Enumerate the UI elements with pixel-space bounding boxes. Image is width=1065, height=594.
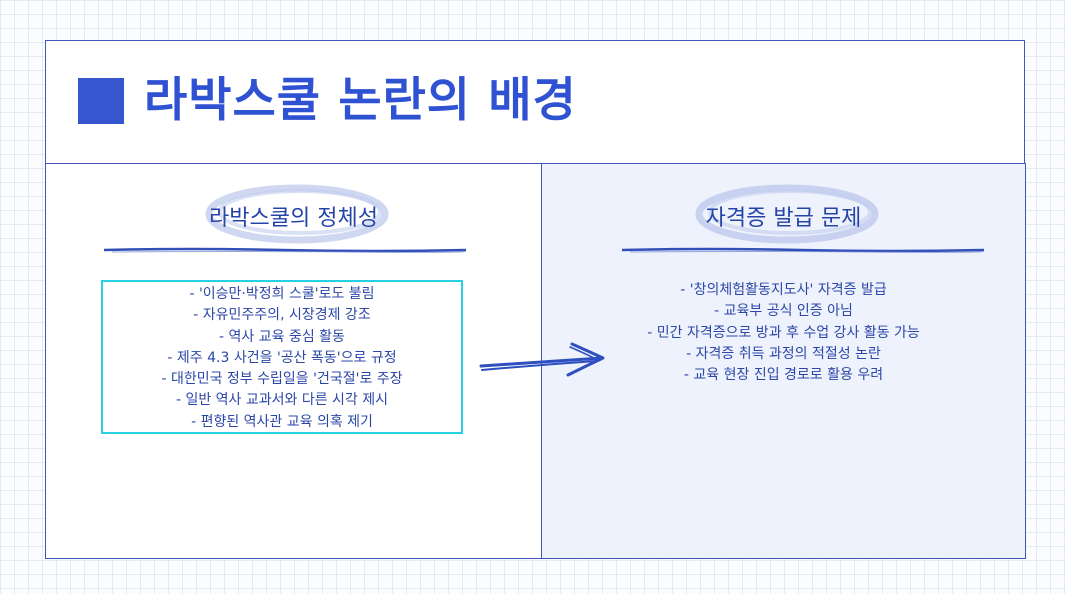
- list-item: - 편향된 역사관 교육 의혹 제기: [191, 413, 373, 430]
- page-title: 라박스쿨 논란의 배경: [144, 73, 577, 128]
- heading-underline: [621, 247, 985, 253]
- swoosh-decoration: [695, 184, 879, 244]
- identity-highlight-box: - '이승만·박정희 스쿨'로도 불림 - 자유민주주의, 시장경제 강조 - …: [101, 280, 463, 434]
- list-item: - 일반 역사 교과서와 다른 시각 제시: [175, 392, 389, 409]
- heading-underline: [103, 247, 467, 253]
- square-icon: [78, 78, 124, 124]
- list-item: - 역사 교육 중심 활동: [219, 328, 345, 345]
- identity-list: - '이승만·박정희 스쿨'로도 불림 - 자유민주주의, 시장경제 강조 - …: [103, 284, 461, 433]
- list-item: - 교육부 공식 인증 아님: [714, 303, 853, 320]
- list-item: - '창의체험활동지도사' 자격증 발급: [680, 282, 887, 298]
- identity-panel: 라박스쿨의 정체성 - '이승만·박정희 스쿨'로도 불림 - 자유민주주의, …: [45, 163, 542, 559]
- certificate-list: - '창의체험활동지도사' 자격증 발급 - 교육부 공식 인증 아님 - 민간…: [542, 280, 1025, 386]
- list-item: - 자격증 취득 과정의 적절성 논란: [686, 345, 881, 362]
- list-item: - 자유민주주의, 시장경제 강조: [193, 307, 371, 324]
- certificate-panel: 자격증 발급 문제 - '창의체험활동지도사' 자격증 발급 - 교육부 공식 …: [541, 163, 1026, 559]
- list-item: - 제주 4.3 사건을 '공산 폭동'으로 규정: [167, 349, 397, 366]
- list-item: - '이승만·박정희 스쿨'로도 불림: [189, 286, 375, 302]
- right-arrow-icon: [479, 342, 605, 377]
- list-item: - 대한민국 정부 수립일을 '건국절'로 주장: [161, 371, 403, 388]
- list-item: - 민간 자격증으로 방과 후 수업 강사 활동 가능: [647, 324, 920, 341]
- title-banner: 라박스쿨 논란의 배경: [45, 40, 1025, 174]
- list-item: - 교육 현장 진입 경로로 활용 우려: [683, 367, 884, 384]
- panel-heading: 자격증 발급 문제: [705, 206, 862, 231]
- panel-heading: 라박스쿨의 정체성: [209, 206, 378, 231]
- swoosh-decoration: [205, 184, 389, 244]
